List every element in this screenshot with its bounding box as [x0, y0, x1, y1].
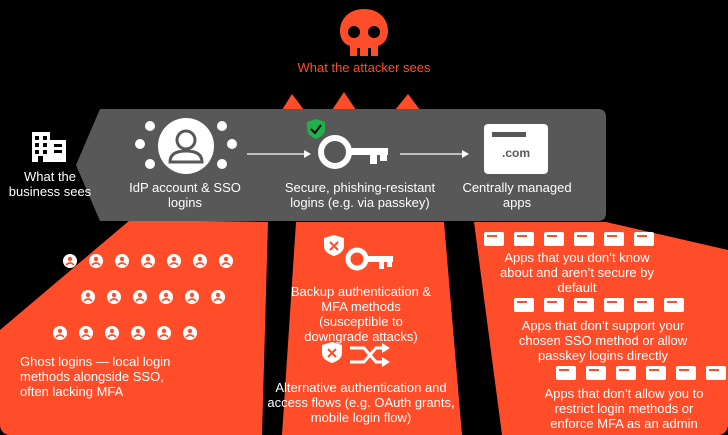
check-shield-icon [307, 119, 325, 139]
ghost-users-grid [53, 254, 233, 340]
blocked-key-icon [324, 235, 393, 271]
blocked-shuffle-icon [322, 342, 390, 367]
app-window-icon [556, 366, 576, 380]
app-window-icon [634, 232, 654, 246]
user-icon [141, 254, 155, 268]
backup-auth-wedge [282, 222, 462, 435]
user-icon [185, 290, 199, 304]
app-window-icon [646, 366, 666, 380]
app-window-icon [574, 298, 594, 312]
app-window-icon [586, 366, 606, 380]
secure-logins-label: Secure, phishing-resistant logins (e.g. … [284, 180, 436, 210]
window-title-bar [492, 132, 526, 137]
app-window-icon [616, 366, 636, 380]
flame-spike [332, 92, 356, 110]
managed-apps-label: Centrally managed apps [462, 180, 572, 210]
flame-spike [282, 94, 304, 110]
app-window-icon [634, 298, 654, 312]
app-window-icon [676, 366, 696, 380]
app-window-icon [544, 298, 564, 312]
user-icon [133, 290, 147, 304]
user-icon [183, 326, 197, 340]
ghost-logins-label: Ghost logins — local login methods along… [20, 354, 171, 399]
domain-text: .com [501, 146, 530, 160]
key-icon [318, 135, 388, 169]
backup-auth-label: Backup authentication & MFA methods (sus… [290, 284, 432, 344]
user-icon [193, 254, 207, 268]
app-window-icon [604, 298, 624, 312]
sso-unsupported-apps-label: Apps that don’t support your chosen SSO … [518, 318, 688, 363]
alt-flows-label: Alternative authentication and access fl… [267, 380, 455, 425]
idp-label: IdP account & SSO logins [129, 180, 241, 210]
user-icon [89, 254, 103, 268]
user-icon [131, 326, 145, 340]
managed-app-window-icon: .com [484, 124, 548, 174]
user-icon [107, 290, 121, 304]
user-icon [159, 290, 173, 304]
app-window-icon [706, 366, 726, 380]
user-icon [63, 254, 77, 268]
user-icon [167, 254, 181, 268]
user-icon [53, 326, 67, 340]
user-icon [157, 326, 171, 340]
user-icon [81, 290, 95, 304]
unknown-apps-label: Apps that you don’t know about and aren’… [500, 250, 654, 295]
skull-icon [340, 9, 388, 56]
office-building-icon [32, 132, 66, 162]
business-label: What the business sees [8, 169, 92, 199]
app-window-icon [664, 298, 684, 312]
user-icon [105, 326, 119, 340]
arrow-head [304, 150, 311, 158]
app-window-icon [604, 232, 624, 246]
attacker-label: What the attacker sees [297, 60, 431, 75]
unmanaged-apps-wedge [474, 222, 728, 435]
user-icon [211, 290, 225, 304]
no-mfa-enforce-apps-label: Apps that don’t allow you to restrict lo… [544, 386, 704, 431]
app-window-icon [484, 232, 504, 246]
user-icon [219, 254, 233, 268]
app-window-icon [544, 232, 564, 246]
user-icon [115, 254, 129, 268]
user-icon [79, 326, 93, 340]
app-window-icon [574, 232, 594, 246]
arrow-head [462, 150, 469, 158]
flame-spike [395, 94, 420, 110]
idp-account-icon [135, 118, 237, 174]
app-window-icon [514, 298, 534, 312]
app-window-icon [514, 232, 534, 246]
